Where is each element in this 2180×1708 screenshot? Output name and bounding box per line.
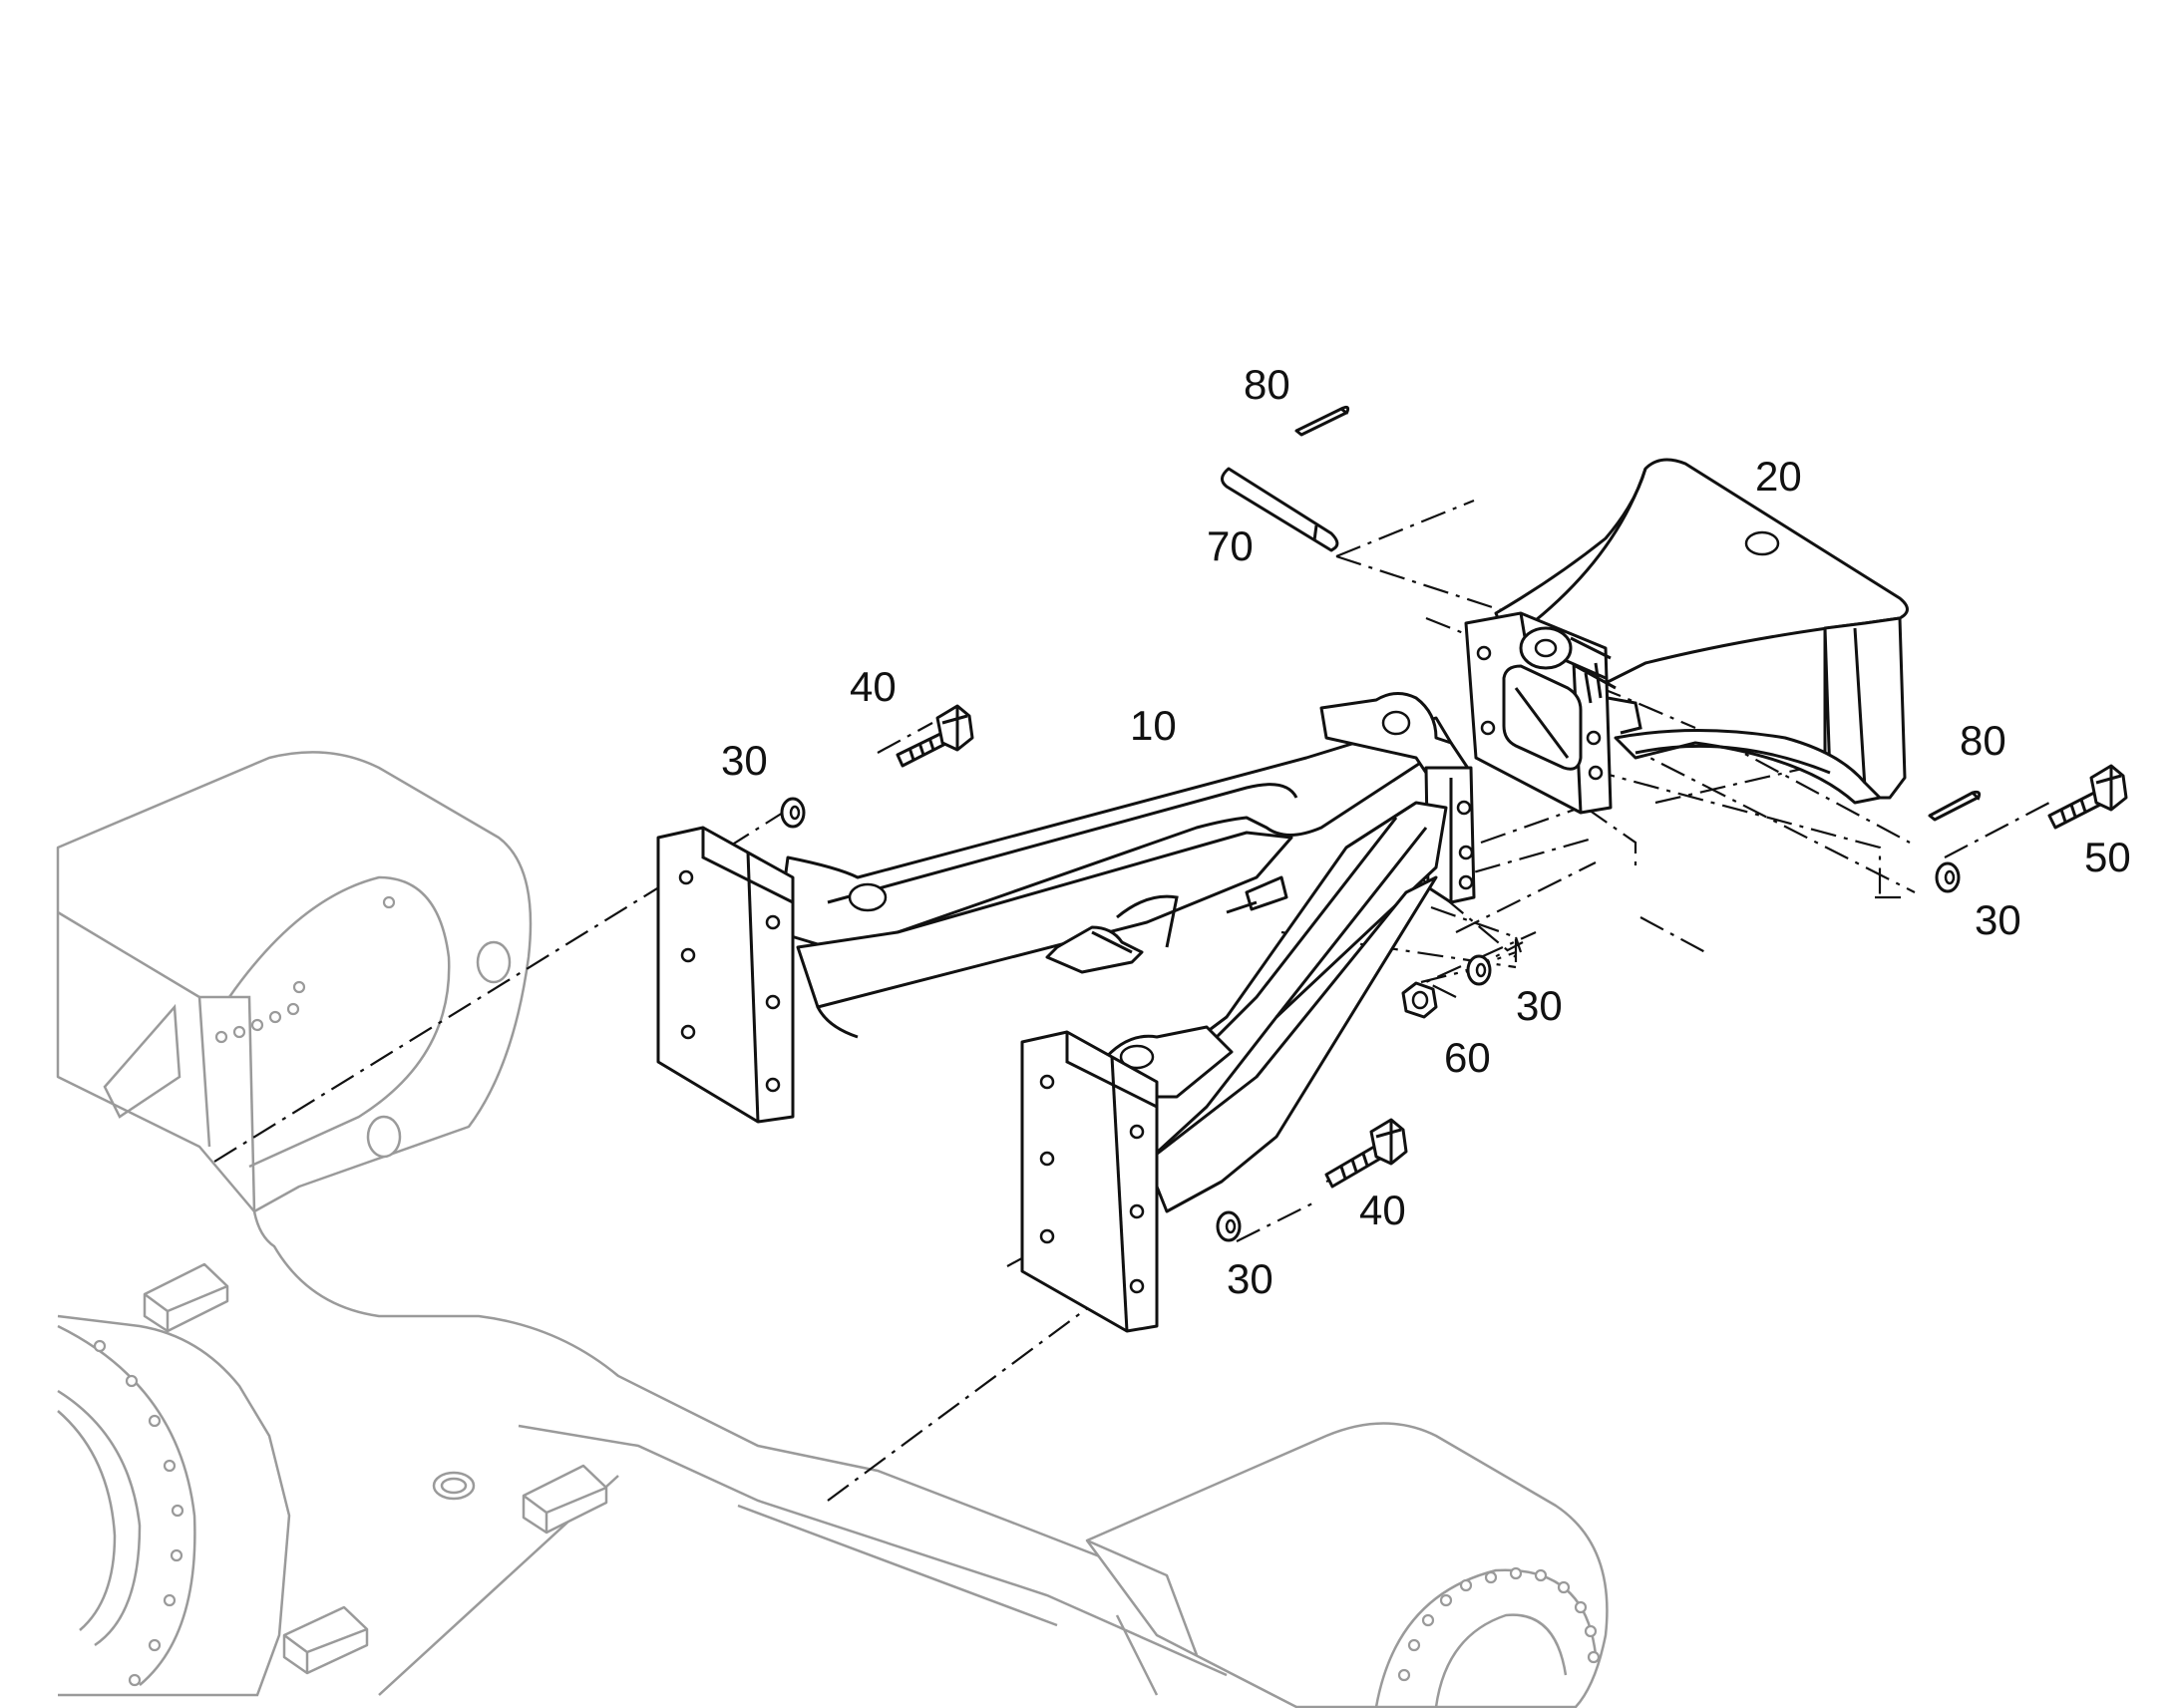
callout-labels: 10 20 30 30 30 30 40 40 50 60 70 80 80 <box>721 361 2131 1302</box>
callout-80-right: 80 <box>1960 717 2006 764</box>
part-60-nut <box>1401 981 1438 1019</box>
callout-20: 20 <box>1755 453 1802 500</box>
callout-30-lower: 30 <box>1227 1255 1273 1302</box>
machine-frame-ghost <box>56 751 1609 1708</box>
part-80-cotter-pin-top <box>1294 405 1350 437</box>
callout-30-nut: 30 <box>1516 982 1563 1029</box>
part-10-a-frame-bracket <box>656 692 1476 1333</box>
part-70-pin <box>1221 467 1339 552</box>
part-50-bolt <box>2047 764 2128 830</box>
callout-30-right: 30 <box>1975 896 2021 943</box>
callout-50: 50 <box>2084 834 2131 880</box>
part-80-cotter-pin-right <box>1928 790 1982 822</box>
part-30-washer-right <box>1935 861 1961 893</box>
part-30-washer-nut <box>1466 954 1492 986</box>
part-40-bolt-lower <box>1324 1118 1408 1189</box>
part-40-bolt-upper <box>896 704 974 768</box>
part-30-washer-lower <box>1216 1210 1242 1242</box>
callout-70: 70 <box>1207 522 1254 569</box>
callout-40-upper: 40 <box>850 663 897 710</box>
callout-30-upper: 30 <box>721 737 768 784</box>
callout-60: 60 <box>1444 1034 1491 1081</box>
part-30-washer-upper <box>780 797 806 829</box>
callout-10: 10 <box>1130 702 1177 749</box>
callout-40-lower: 40 <box>1359 1187 1406 1233</box>
callout-80-top: 80 <box>1244 361 1290 408</box>
part-20-housing-bracket <box>1464 458 1909 815</box>
